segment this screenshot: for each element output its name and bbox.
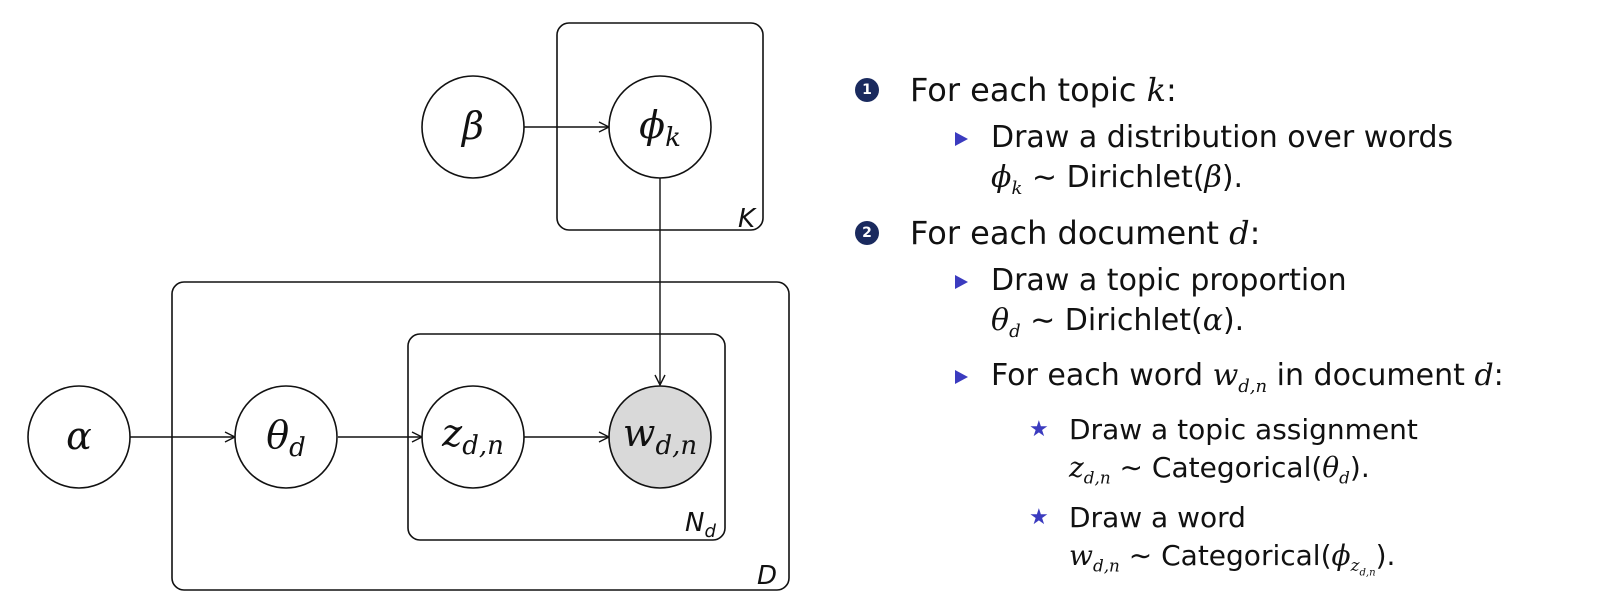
step-2-item-1: ★ Draw a topic assignment zd,n ∼ Categor… [1029, 411, 1585, 497]
step-2-item-1-line1: Draw a topic assignment [1069, 413, 1418, 446]
item-2-param-sub-var: z [1350, 555, 1360, 576]
step-2-bullet-2-var2: d [1474, 358, 1494, 393]
node-beta: β [421, 75, 525, 179]
node-z: zd,n [421, 385, 525, 489]
step-2-rest: ∼ Dirichlet( [1020, 303, 1203, 338]
generative-process: 1 For each topic k: Draw a distribution … [855, 70, 1585, 595]
node-alpha-label: α [66, 414, 92, 458]
step-number-badge: 2 [855, 221, 879, 245]
node-phi-label: ϕ [639, 103, 665, 147]
star-bullet-icon: ★ [1029, 504, 1049, 530]
item-2-param-sub: zd,n [1350, 555, 1376, 578]
item-2-param-subsub: d,n [1359, 567, 1376, 579]
step-2-lead: For each document [910, 214, 1230, 252]
step-1-colon: : [1166, 71, 1177, 109]
svg-text:zd,n: zd,n [441, 411, 504, 461]
item-2-math: w [1069, 538, 1093, 572]
step-2-bullet-1-line1: Draw a topic proportion [991, 263, 1347, 298]
plate-words-label: N [685, 508, 704, 538]
step-1-param: β [1204, 160, 1222, 195]
svg-text:β: β [460, 104, 484, 148]
step-1-lead: For each topic [910, 71, 1147, 109]
svg-text:ϕk: ϕk [639, 103, 681, 153]
step-2-close: ). [1222, 303, 1245, 338]
svg-text:α: α [66, 414, 92, 458]
item-2-math-sub: d,n [1092, 555, 1120, 576]
step-1: 1 For each topic k: [855, 70, 1585, 118]
step-1-math: ϕ [991, 160, 1012, 195]
svg-text:θd: θd [266, 413, 306, 463]
step-2: 2 For each document d: [855, 213, 1585, 261]
item-1-math-sub: d,n [1083, 467, 1111, 488]
svg-text:wd,n: wd,n [623, 411, 697, 461]
lda-graphical-model: β ϕk α θd zd,n wd,n K D Nd [27, 22, 790, 591]
item-2-close: ). [1375, 538, 1396, 572]
triangle-bullet-icon [955, 370, 968, 384]
step-2-math: θ [991, 303, 1010, 338]
node-phi-subscript: k [665, 123, 681, 153]
plate-documents-label: D [757, 561, 777, 591]
step-2-bullet-2-var-sub: d,n [1238, 376, 1268, 397]
step-2-item-2-line1: Draw a word [1069, 500, 1246, 534]
node-theta: θd [234, 385, 338, 489]
step-1-math-sub: k [1011, 178, 1023, 199]
item-1-rest: ∼ Categorical( [1110, 451, 1323, 484]
step-2-bullet-2-lead: For each word [991, 358, 1213, 393]
node-theta-label: θ [266, 413, 289, 457]
star-bullet-icon: ★ [1029, 417, 1049, 442]
step-2-math-sub: d [1009, 321, 1021, 342]
triangle-bullet-icon [955, 275, 968, 289]
step-2-bullet-2-colon: : [1493, 358, 1504, 393]
node-z-subscript: d,n [462, 431, 504, 461]
step-2-var: d [1229, 214, 1250, 252]
step-1-bullet-line1: Draw a distribution over words [991, 120, 1454, 155]
plate-topics-label: K [738, 204, 757, 234]
node-z-label: z [441, 411, 463, 455]
item-2-param: ϕ [1331, 538, 1351, 572]
step-2-bullet-2-mid: in document [1267, 358, 1475, 393]
step-1-rest: ∼ Dirichlet( [1022, 160, 1205, 195]
item-1-param-sub: d [1339, 467, 1350, 488]
item-1-param: θ [1322, 451, 1340, 484]
node-theta-subscript: d [289, 433, 306, 463]
step-2-colon: : [1249, 214, 1261, 252]
node-beta-label: β [460, 104, 484, 148]
item-2-rest: ∼ Categorical( [1119, 538, 1332, 572]
node-w-label: w [623, 411, 656, 455]
step-2-bullet-1: Draw a topic proportion θd ∼ Dirichlet(α… [955, 261, 1585, 352]
item-1-math: z [1069, 451, 1084, 484]
node-w-subscript: d,n [655, 431, 697, 461]
step-2-param: α [1202, 303, 1223, 338]
step-1-var: k [1146, 71, 1166, 109]
step-1-close: ). [1221, 160, 1244, 195]
step-2-bullet-2: For each word wd,n in document d: [955, 356, 1585, 407]
step-1-bullet: Draw a distribution over words ϕk ∼ Diri… [955, 118, 1585, 209]
step-2-bullet-2-var: w [1212, 358, 1239, 393]
svg-text:Nd: Nd [685, 508, 716, 542]
plate-documents [171, 281, 790, 591]
step-2-item-2: ★ Draw a word wd,n ∼ Categorical(ϕzd,n). [1029, 499, 1585, 593]
node-w-observed: wd,n [608, 385, 712, 489]
node-alpha: α [27, 385, 131, 489]
triangle-bullet-icon [955, 132, 968, 146]
item-1-close: ). [1349, 451, 1370, 484]
node-phi: ϕk [608, 75, 712, 179]
plate-words-subscript: d [704, 521, 716, 542]
step-number-badge: 1 [855, 78, 879, 102]
